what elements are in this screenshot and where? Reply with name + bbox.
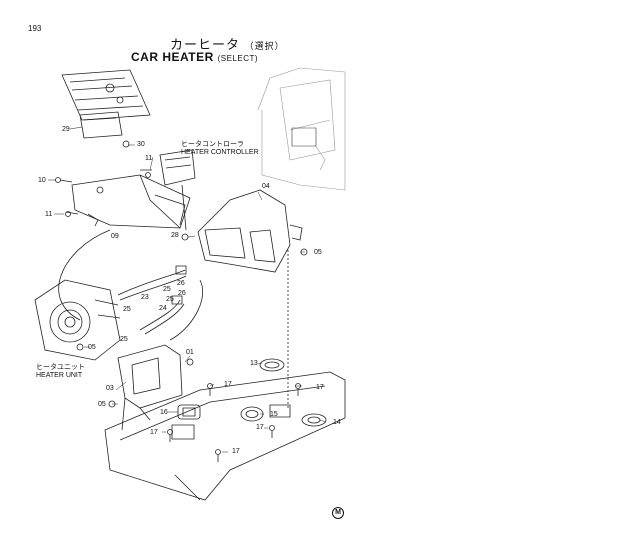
floor-plate bbox=[105, 372, 345, 500]
cab-outline bbox=[258, 68, 345, 190]
screws-left bbox=[60, 170, 152, 214]
title-japanese: カーヒータ （選択） bbox=[170, 34, 285, 53]
footer-mark: M bbox=[332, 507, 344, 519]
title-english-main: CAR HEATER bbox=[131, 50, 214, 64]
grommet-16 bbox=[178, 405, 200, 419]
heater-controller-label-jp: ヒータコントローラ bbox=[181, 141, 244, 148]
grommet-15 bbox=[241, 407, 263, 421]
part-number: 26 bbox=[178, 290, 186, 297]
grommet-14 bbox=[302, 414, 326, 426]
part-number: 28 bbox=[171, 232, 179, 239]
heater-unit bbox=[35, 280, 120, 360]
title-english: CAR HEATER (SELECT) bbox=[131, 50, 258, 64]
screw-10 bbox=[56, 178, 61, 183]
part-number: 11 bbox=[145, 155, 153, 162]
part-number: 23 bbox=[141, 294, 149, 301]
part-number: 01 bbox=[186, 349, 194, 356]
heater-unit-label-en: HEATER UNIT bbox=[36, 372, 83, 379]
bolt-01 bbox=[187, 359, 193, 365]
part-number: 13 bbox=[250, 360, 258, 367]
title-japanese-main: カーヒータ bbox=[170, 37, 241, 52]
part-number: 11 bbox=[45, 211, 53, 218]
heater-unit-label: ヒータユニット HEATER UNIT bbox=[36, 364, 85, 380]
bracket-03 bbox=[118, 345, 182, 430]
heater-controller-label-en: HEATER CONTROLLER bbox=[181, 149, 259, 156]
part-number: 16 bbox=[160, 409, 168, 416]
part-number: 17 bbox=[224, 381, 232, 388]
part-number: 17 bbox=[150, 429, 158, 436]
leader-lines bbox=[48, 127, 326, 452]
wire-harness bbox=[59, 230, 203, 340]
part-number: 17 bbox=[256, 424, 264, 431]
heater-controller-label: ヒータコントローラ HEATER CONTROLLER bbox=[181, 141, 259, 157]
part-number: 15 bbox=[270, 411, 278, 418]
heater-controller bbox=[160, 150, 195, 230]
title-english-sub: (SELECT) bbox=[217, 54, 259, 63]
screw-11-lower bbox=[66, 212, 71, 217]
grommet-13 bbox=[260, 359, 284, 371]
duct-09 bbox=[72, 175, 190, 228]
heater-unit-label-jp: ヒータユニット bbox=[36, 364, 85, 371]
screw-05-left bbox=[77, 344, 83, 350]
part-number: 25 bbox=[120, 336, 128, 343]
title-japanese-sub: （選択） bbox=[244, 41, 285, 51]
part-number: 30 bbox=[137, 141, 145, 148]
part-number: 25 bbox=[163, 286, 171, 293]
part-number: 25 bbox=[166, 296, 174, 303]
part-number: 26 bbox=[177, 280, 185, 287]
part-number: 09 bbox=[111, 233, 119, 240]
part-number: 14 bbox=[333, 419, 341, 426]
part-number: 05 bbox=[88, 344, 96, 351]
clip-30 bbox=[123, 141, 129, 147]
box-29 bbox=[80, 112, 122, 138]
part-number: 03 bbox=[106, 385, 114, 392]
part-number: 24 bbox=[159, 305, 167, 312]
part-number: 17 bbox=[316, 384, 324, 391]
screw-11-upper bbox=[146, 173, 151, 178]
part-number: 17 bbox=[232, 448, 240, 455]
part-number: 05 bbox=[314, 249, 322, 256]
part-number: 25 bbox=[123, 306, 131, 313]
part-number: 04 bbox=[262, 183, 270, 190]
part-number: 29 bbox=[62, 126, 70, 133]
part-number: 05 bbox=[98, 401, 106, 408]
part-number: 10 bbox=[38, 177, 46, 184]
hoses-23-24 bbox=[118, 266, 186, 334]
duct-04 bbox=[182, 190, 302, 272]
seat-frame-top bbox=[62, 70, 150, 120]
page-number: 193 bbox=[28, 24, 42, 33]
